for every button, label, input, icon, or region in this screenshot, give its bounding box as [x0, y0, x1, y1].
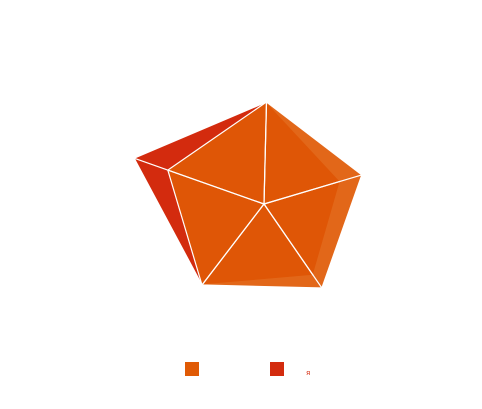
spoke-0-3	[201, 203, 265, 286]
spoke-0-0	[263, 101, 268, 205]
legend-swatch-0[interactable]	[185, 362, 199, 376]
legend-label-1: я	[306, 369, 310, 377]
legend-swatch-1[interactable]	[270, 362, 284, 376]
spoke-0-4	[167, 169, 265, 205]
series-layer	[133, 101, 363, 289]
spoke-0-1	[263, 174, 362, 205]
spoke-0-2	[263, 203, 323, 289]
legend: я	[185, 362, 310, 377]
spoke-layer	[133, 101, 362, 289]
